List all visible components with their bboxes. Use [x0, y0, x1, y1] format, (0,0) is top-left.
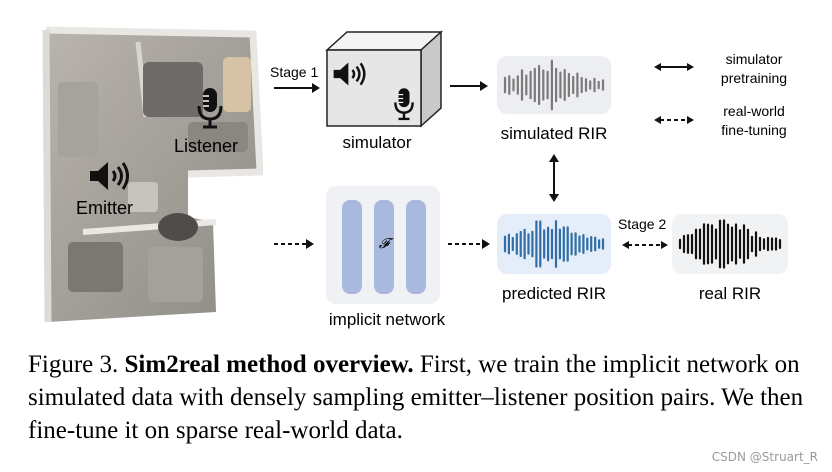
room-illustration: Listener Emitter [38, 22, 263, 327]
legend-dashed-arrow [654, 116, 694, 124]
stage1-arrow [274, 83, 320, 93]
simulated-predicted-double-arrow [549, 154, 559, 202]
room-floorplan [42, 26, 263, 323]
real-rir-label: real RIR [698, 284, 762, 303]
watermark: CSDN @Struart_R [711, 450, 818, 464]
simulator-to-simulated-arrow [450, 81, 488, 91]
listener-microphone-icon [197, 88, 223, 129]
legend-solid-line2: pretraining [720, 70, 788, 86]
legend-dashed-line1: real-world [723, 103, 785, 119]
legend-solid-text: simulator pretraining [706, 50, 802, 88]
simulator-label: simulator [342, 133, 412, 152]
simulated-rir-card [497, 56, 611, 114]
implicit-network-card: 𝓕 [326, 186, 440, 304]
legend-dashed-text: real-world fine-tuning [706, 102, 802, 140]
predicted-rir-waveform [503, 220, 605, 268]
listener-label: Listener [174, 136, 239, 156]
network-layer-3 [406, 200, 426, 294]
simulator-microphone-icon [394, 88, 414, 121]
room-to-network-dashed-arrow [274, 239, 314, 249]
network-layer-1 [342, 200, 362, 294]
network-symbol: 𝓕 [378, 236, 390, 252]
implicit-network-label: implicit network [328, 310, 446, 329]
legend-dashed-line2: fine-tuning [721, 122, 787, 138]
stage2-dashed-double-arrow [622, 241, 668, 249]
stage1-label: Stage 1 [270, 64, 319, 80]
legend-solid-arrow [654, 63, 694, 71]
legend-solid-line1: simulator [725, 51, 783, 67]
caption-bold-title: Sim2real method overview. [124, 351, 414, 378]
simulated-rir-waveform [503, 59, 605, 111]
real-rir-card [672, 214, 788, 274]
caption-prefix: Figure 3. [28, 351, 119, 378]
real-rir-waveform [678, 219, 782, 269]
emitter-speaker-icon [90, 162, 129, 190]
simulator-speaker-icon [333, 62, 366, 86]
stage2-label: Stage 2 [618, 216, 667, 232]
network-layer-2 [374, 200, 394, 294]
figure-caption: Figure 3. Sim2real method overview. Firs… [28, 348, 808, 447]
emitter-label: Emitter [76, 198, 134, 218]
predicted-rir-label: predicted RIR [502, 284, 606, 303]
simulated-rir-label: simulated RIR [500, 124, 608, 143]
predicted-rir-card [497, 214, 611, 274]
network-to-predicted-dashed-arrow [448, 239, 490, 249]
caption-body: First, we train the implicit network on … [28, 351, 804, 444]
